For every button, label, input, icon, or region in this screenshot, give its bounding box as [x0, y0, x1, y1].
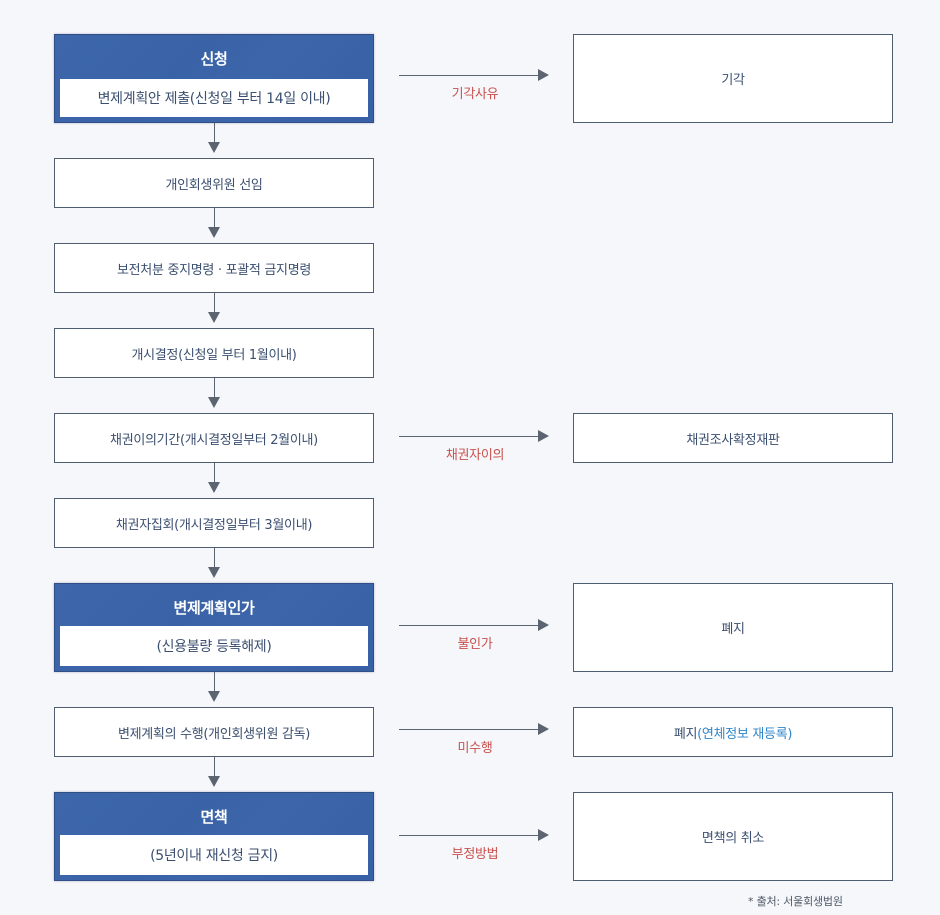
step-apply-title: 신청: [200, 50, 228, 68]
flow-connector: [214, 208, 215, 228]
step-apply: 신청 변제계획안 제출(신청일 부터 14일 이내): [54, 34, 374, 123]
branch-condition-creditor-objection: 채권자이의: [445, 448, 505, 463]
result-claim-trial: 채권조사확정재판: [573, 413, 893, 463]
branch-connector: [399, 729, 539, 730]
step-approval-subtitle: (신용불량 등록해제): [60, 626, 368, 666]
branch-condition-non-performance: 미수행: [457, 741, 493, 756]
arrow-down-icon: [208, 567, 220, 578]
flow-connector: [214, 123, 215, 143]
result-discharge-revocation: 면책의 취소: [573, 792, 893, 881]
arrow-down-icon: [208, 691, 220, 702]
step-discharge-subtitle: (5년이내 재신청 금지): [60, 835, 368, 875]
arrow-down-icon: [208, 397, 220, 408]
result-abolition-reregister: 폐지(연체정보 재등록): [573, 707, 893, 757]
arrow-right-icon: [538, 723, 549, 735]
arrow-down-icon: [208, 142, 220, 153]
step-objection-period: 채권이의기간(개시결정일부터 2월이내): [54, 413, 374, 463]
arrow-down-icon: [208, 482, 220, 493]
result-abolition: 폐지: [573, 583, 893, 672]
result-abolition-accent: (연체정보 재등록): [697, 726, 793, 742]
branch-connector: [399, 436, 539, 437]
branch-connector: [399, 625, 539, 626]
step-approval-title: 변제계획인가: [173, 599, 255, 617]
source-note: * 출처: 서울회생법원: [748, 895, 843, 908]
branch-connector: [399, 835, 539, 836]
result-abolition-main: 폐지: [673, 726, 698, 742]
step-execution: 변제계획의 수행(개인회생위원 감독): [54, 707, 374, 757]
arrow-down-icon: [208, 227, 220, 238]
branch-condition-disapproval: 불인가: [457, 637, 493, 652]
step-commence: 개시결정(신청일 부터 1월이내): [54, 328, 374, 378]
arrow-right-icon: [538, 619, 549, 631]
step-discharge-title: 면책: [200, 808, 228, 826]
flow-connector: [214, 548, 215, 568]
result-dismissal: 기각: [573, 34, 893, 123]
arrow-right-icon: [538, 829, 549, 841]
flow-connector: [214, 378, 215, 398]
flow-connector: [214, 757, 215, 777]
step-appoint: 개인회생위원 선임: [54, 158, 374, 208]
arrow-down-icon: [208, 312, 220, 323]
arrow-right-icon: [538, 430, 549, 442]
branch-connector: [399, 75, 539, 76]
step-creditors-meeting: 채권자집회(개시결정일부터 3월이내): [54, 498, 374, 548]
step-apply-subtitle: 변제계획안 제출(신청일 부터 14일 이내): [60, 79, 368, 117]
step-approval: 변제계획인가 (신용불량 등록해제): [54, 583, 374, 672]
flow-connector: [214, 293, 215, 313]
flow-connector: [214, 672, 215, 692]
arrow-down-icon: [208, 776, 220, 787]
step-discharge: 면책 (5년이내 재신청 금지): [54, 792, 374, 881]
branch-condition-dismissal: 기각사유: [451, 87, 499, 102]
branch-condition-fraud: 부정방법: [451, 847, 499, 862]
arrow-right-icon: [538, 69, 549, 81]
flow-connector: [214, 463, 215, 483]
step-preserve: 보전처분 중지명령 · 포괄적 금지명령: [54, 243, 374, 293]
